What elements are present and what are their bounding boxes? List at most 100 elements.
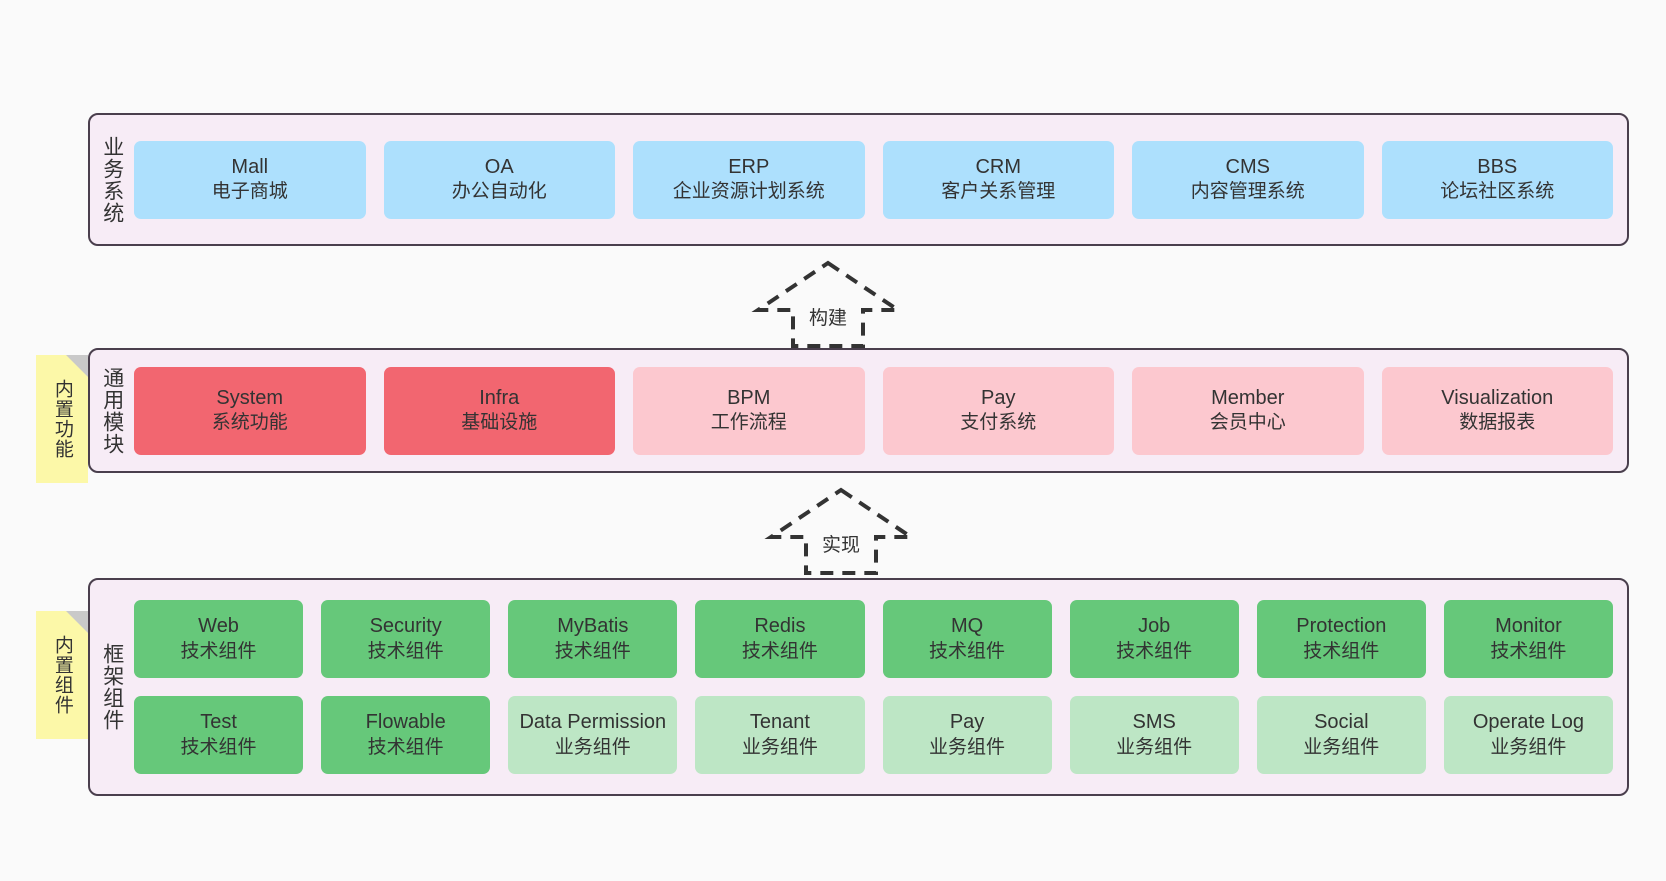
card-system[interactable]: System 系统功能: [134, 366, 366, 455]
sticky-note-label: 内置组件: [51, 635, 73, 715]
card-title: Member: [1211, 386, 1285, 409]
card-title: Security: [369, 615, 442, 638]
card-oa[interactable]: OA 办公自动化: [383, 140, 615, 219]
card-title: Social: [1314, 711, 1369, 734]
card-title: System: [216, 386, 284, 409]
card-subtitle: 技术组件: [741, 640, 818, 662]
layer-title-common: 通用模块: [100, 366, 124, 455]
card-social[interactable]: Social 业务组件: [1256, 696, 1426, 774]
card-subtitle: 数据报表: [1459, 412, 1536, 434]
card-data-permission[interactable]: Data Permission 业务组件: [508, 696, 678, 774]
card-subtitle: 办公自动化: [451, 181, 547, 203]
card-redis[interactable]: Redis 技术组件: [695, 600, 865, 678]
card-title: MyBatis: [557, 615, 629, 638]
card-title: BPM: [727, 386, 771, 409]
card-title: Visualization: [1441, 386, 1554, 409]
card-erp[interactable]: ERP 企业资源计划系统: [633, 140, 865, 219]
card-subtitle: 技术组件: [180, 736, 257, 758]
card-mybatis[interactable]: MyBatis 技术组件: [508, 600, 678, 678]
sticky-note-label: 内置功能: [51, 379, 73, 459]
layer-body-business: Mall 电子商城 OA 办公自动化 ERP 企业资源计划系统 CRM 客户关系…: [134, 115, 1627, 244]
card-subtitle: 内容管理系统: [1190, 181, 1305, 203]
card-title: Infra: [479, 386, 520, 409]
card-mall[interactable]: Mall 电子商城: [134, 140, 366, 219]
card-title: Mall: [231, 155, 269, 178]
card-job[interactable]: Job 技术组件: [1069, 600, 1239, 678]
card-operate-log[interactable]: Operate Log 业务组件: [1443, 696, 1613, 774]
card-member[interactable]: Member 会员中心: [1132, 366, 1364, 455]
card-protection[interactable]: Protection 技术组件: [1256, 600, 1426, 678]
connector-arrow-implement: 实现: [764, 485, 918, 577]
layer-band-business: 业务系统 Mall 电子商城 OA 办公自动化 ERP 企业资源计划系统 CRM…: [88, 113, 1629, 246]
card-title: ERP: [728, 155, 770, 178]
card-title: MQ: [950, 615, 984, 638]
layer-title-framework: 框架组件: [100, 643, 124, 731]
card-subtitle: 技术组件: [367, 640, 444, 662]
card-tenant[interactable]: Tenant 业务组件: [695, 696, 865, 774]
card-cms[interactable]: CMS 内容管理系统: [1132, 140, 1364, 219]
card-security[interactable]: Security 技术组件: [321, 600, 491, 678]
card-visualization[interactable]: Visualization 数据报表: [1381, 366, 1613, 455]
card-title: Pay: [949, 711, 985, 734]
card-monitor[interactable]: Monitor 技术组件: [1443, 600, 1613, 678]
card-title: Pay: [981, 386, 1016, 409]
connector-label-build: 构建: [808, 308, 847, 329]
card-subtitle: 技术组件: [367, 736, 444, 758]
layer-title-business: 业务系统: [100, 135, 124, 224]
card-title: SMS: [1132, 711, 1176, 734]
card-mq[interactable]: MQ 技术组件: [882, 600, 1052, 678]
card-infra[interactable]: Infra 基础设施: [383, 366, 615, 455]
card-title: Web: [198, 615, 239, 638]
card-subtitle: 业务组件: [1116, 736, 1193, 758]
layer-band-framework: 框架组件 Web 技术组件 Security 技术组件 MyBatis 技术组件…: [88, 578, 1629, 796]
card-subtitle: 论坛社区系统: [1440, 181, 1555, 203]
connector-label-implement: 实现: [821, 535, 860, 556]
note-fold-corner-icon: [66, 611, 88, 633]
sticky-note-builtin-component: 内置组件: [36, 611, 88, 739]
card-subtitle: 业务组件: [1303, 736, 1380, 758]
card-bbs[interactable]: BBS 论坛社区系统: [1381, 140, 1613, 219]
card-subtitle: 支付系统: [960, 412, 1037, 434]
card-test[interactable]: Test 技术组件: [134, 696, 304, 774]
card-subtitle: 企业资源计划系统: [672, 181, 825, 203]
card-row: Mall 电子商城 OA 办公自动化 ERP 企业资源计划系统 CRM 客户关系…: [134, 140, 1613, 219]
card-subtitle: 基础设施: [461, 412, 538, 434]
card-subtitle: 会员中心: [1209, 412, 1286, 434]
card-title: Data Permission: [519, 711, 667, 734]
sticky-note-builtin-function: 内置功能: [36, 355, 88, 483]
card-row: Test 技术组件 Flowable 技术组件 Data Permission …: [134, 696, 1613, 774]
card-bpm[interactable]: BPM 工作流程: [633, 366, 865, 455]
card-subtitle: 系统功能: [211, 412, 288, 434]
card-title: CMS: [1225, 155, 1270, 178]
card-title: Operate Log: [1472, 711, 1585, 734]
note-fold-corner-icon: [66, 355, 88, 377]
card-pay[interactable]: Pay 支付系统: [882, 366, 1114, 455]
card-subtitle: 技术组件: [1116, 640, 1193, 662]
card-title: BBS: [1477, 155, 1518, 178]
card-title: Protection: [1296, 615, 1387, 638]
layer-body-common: System 系统功能 Infra 基础设施 BPM 工作流程 Pay 支付系统…: [134, 350, 1627, 471]
card-title: OA: [484, 155, 514, 178]
connector-arrow-build: 构建: [751, 258, 905, 350]
card-pay-business[interactable]: Pay 业务组件: [882, 696, 1052, 774]
card-subtitle: 技术组件: [929, 640, 1006, 662]
card-sms[interactable]: SMS 业务组件: [1069, 696, 1239, 774]
card-web[interactable]: Web 技术组件: [134, 600, 304, 678]
card-subtitle: 技术组件: [180, 640, 257, 662]
card-row: Web 技术组件 Security 技术组件 MyBatis 技术组件 Redi…: [134, 600, 1613, 678]
card-crm[interactable]: CRM 客户关系管理: [882, 140, 1114, 219]
card-title: Monitor: [1495, 615, 1562, 638]
layer-band-common: 通用模块 System 系统功能 Infra 基础设施 BPM 工作流程 Pay…: [88, 348, 1629, 473]
card-subtitle: 技术组件: [1490, 640, 1567, 662]
card-title: Flowable: [365, 711, 446, 734]
card-subtitle: 技术组件: [1303, 640, 1380, 662]
card-subtitle: 客户关系管理: [941, 181, 1056, 203]
card-title: Test: [200, 711, 237, 734]
card-flowable[interactable]: Flowable 技术组件: [321, 696, 491, 774]
card-title: Redis: [754, 615, 806, 638]
card-subtitle: 业务组件: [554, 736, 631, 758]
card-subtitle: 业务组件: [1490, 736, 1567, 758]
card-subtitle: 业务组件: [741, 736, 818, 758]
layer-body-framework: Web 技术组件 Security 技术组件 MyBatis 技术组件 Redi…: [134, 580, 1627, 794]
